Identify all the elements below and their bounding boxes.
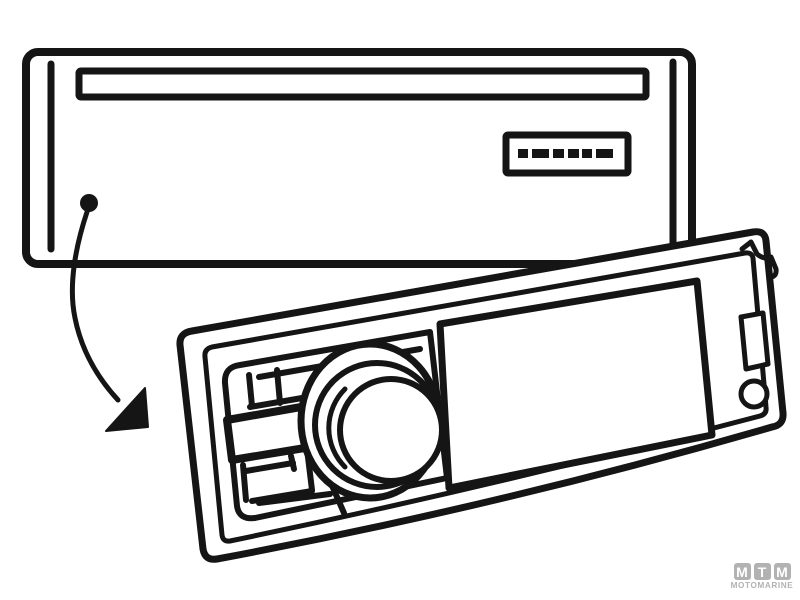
logo-subtitle: MOTOMARINE: [730, 581, 794, 590]
detach-arrow: [69, 209, 149, 432]
mtm-logo: M T M MOTOMARINE: [730, 563, 794, 590]
arrowhead-icon: [105, 387, 149, 432]
side-button: [738, 310, 771, 372]
head-unit-chassis: [22, 48, 696, 268]
disc-slot: [75, 67, 650, 101]
knob-face: [337, 376, 445, 484]
release-point-dot: [80, 194, 98, 212]
volume-knob: [297, 340, 445, 502]
display-dashes: [518, 149, 613, 158]
logo-letter-box: T: [753, 563, 771, 580]
logo-letter-box: M: [733, 563, 751, 580]
logo-letter-box: M: [773, 563, 791, 580]
corner-notch: [739, 239, 779, 280]
faceplate: [176, 228, 787, 563]
segment-display: [502, 131, 632, 177]
side-round-button: [738, 378, 770, 410]
display-window: [436, 277, 716, 492]
